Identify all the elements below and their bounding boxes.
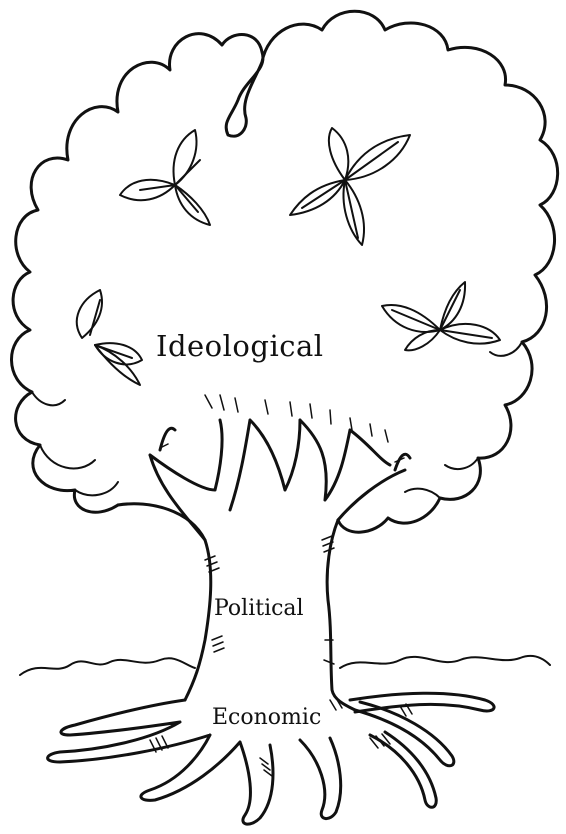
trunk-left-edge	[118, 504, 211, 700]
political-label: Political	[214, 598, 304, 620]
economic-label: Economic	[212, 707, 321, 729]
ideological-label: Ideological	[156, 332, 324, 361]
ground-line	[20, 656, 550, 675]
branch-tips	[160, 395, 404, 462]
leaf-cluster-top-left	[120, 130, 210, 225]
leaf-cluster-right	[382, 282, 500, 350]
canopy-inner-bumps	[32, 342, 522, 498]
leaf-cluster-top-right	[290, 128, 410, 245]
canopy-outline	[11, 11, 557, 532]
leaf-cluster-left	[77, 290, 142, 385]
branches	[150, 420, 410, 540]
